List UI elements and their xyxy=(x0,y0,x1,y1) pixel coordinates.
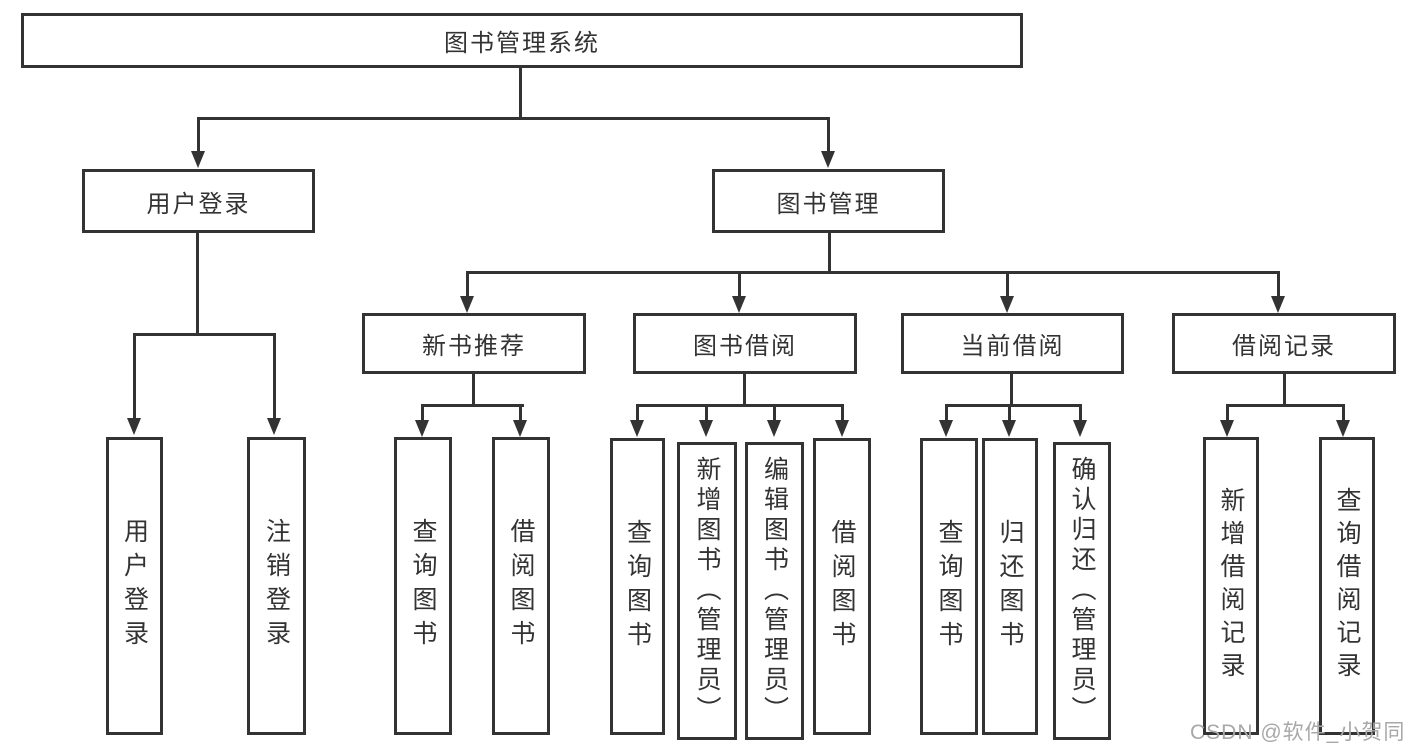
node-label: 借阅记录 xyxy=(1232,333,1336,360)
connector-line xyxy=(133,333,276,336)
node-label: 查询图书 xyxy=(409,518,437,654)
arrowhead-down-icon xyxy=(1002,420,1016,437)
arrowhead-down-icon xyxy=(415,420,429,437)
connector-line xyxy=(743,374,746,407)
node-label: 查询图书 xyxy=(623,518,652,655)
arrowhead-down-icon xyxy=(513,420,527,437)
node-label: 查询图书 xyxy=(935,518,963,655)
node-label: 注销登录 xyxy=(262,518,291,654)
connector-line xyxy=(1008,404,1011,421)
node-label: 编辑图书（管理员） xyxy=(760,456,789,726)
arrowhead-down-icon xyxy=(191,151,205,168)
arrowhead-down-icon xyxy=(821,151,835,168)
node-borrow-record: 借阅记录 xyxy=(1172,313,1396,374)
arrowhead-down-icon xyxy=(630,420,644,437)
connector-line xyxy=(519,404,522,421)
node-label: 图书管理系统 xyxy=(444,30,600,57)
arrowhead-down-icon xyxy=(1271,296,1285,313)
node-label: 用户登录 xyxy=(120,518,149,654)
connector-line xyxy=(1283,374,1286,407)
connector-line xyxy=(133,333,136,419)
connector-line xyxy=(828,233,831,274)
node-new-book-recommend: 新书推荐 xyxy=(362,313,586,374)
connector-line xyxy=(466,271,1280,274)
node-library-system: 图书管理系统 xyxy=(21,13,1023,68)
leaf-query-books-current: 查询图书 xyxy=(920,438,978,735)
connector-line xyxy=(636,404,844,407)
leaf-query-borrow-record: 查询借阅记录 xyxy=(1319,437,1375,735)
connector-line xyxy=(273,333,276,419)
connector-line xyxy=(519,68,522,119)
connector-line xyxy=(945,404,1082,407)
arrowhead-down-icon xyxy=(767,420,781,437)
connector-line xyxy=(1226,404,1229,421)
node-label: 新增图书（管理员） xyxy=(693,456,721,726)
arrowhead-down-icon xyxy=(1073,420,1087,437)
leaf-user-login: 用户登录 xyxy=(106,437,163,735)
leaf-edit-books-admin: 编辑图书（管理员） xyxy=(745,442,804,740)
connector-line xyxy=(466,271,469,298)
arrowhead-down-icon xyxy=(732,296,746,313)
arrowhead-down-icon xyxy=(1000,296,1014,313)
leaf-add-borrow-record: 新增借阅记录 xyxy=(1203,437,1259,735)
node-label: 用户登录 xyxy=(146,190,251,218)
arrowhead-down-icon xyxy=(460,296,474,313)
csdn-watermark: CSDN @软件_小贺同学 xyxy=(1190,721,1405,744)
node-label: 图书管理 xyxy=(776,190,881,218)
arrowhead-down-icon xyxy=(267,418,281,435)
node-current-borrow: 当前借阅 xyxy=(901,313,1124,374)
leaf-borrow-books: 借阅图书 xyxy=(813,438,871,735)
leaf-query-books-borrow: 查询图书 xyxy=(610,438,665,735)
connector-line xyxy=(421,404,424,421)
arrowhead-down-icon xyxy=(1220,420,1234,437)
connector-line xyxy=(945,404,948,421)
leaf-confirm-return-admin: 确认归还（管理员） xyxy=(1053,442,1111,740)
leaf-add-books-admin: 新增图书（管理员） xyxy=(677,442,737,740)
connector-line xyxy=(197,117,200,153)
arrowhead-down-icon xyxy=(1336,420,1350,437)
arrowhead-down-icon xyxy=(835,420,849,437)
node-label: 借阅图书 xyxy=(828,518,856,655)
connector-line xyxy=(1277,271,1280,298)
node-label: 新增借阅记录 xyxy=(1217,487,1245,685)
connector-line xyxy=(738,271,741,298)
node-label: 确认归还（管理员） xyxy=(1068,456,1096,726)
arrowhead-down-icon xyxy=(699,420,713,437)
connector-line xyxy=(1010,374,1013,407)
connector-line xyxy=(841,404,844,421)
node-label: 借阅图书 xyxy=(507,518,535,654)
connector-line xyxy=(773,404,776,421)
connector-line xyxy=(705,404,708,421)
node-book-management: 图书管理 xyxy=(712,169,945,233)
leaf-return-books: 归还图书 xyxy=(982,438,1038,735)
node-label: 图书借阅 xyxy=(693,333,797,360)
connector-line xyxy=(1342,404,1345,421)
leaf-logout: 注销登录 xyxy=(247,437,306,735)
leaf-query-books-recommend: 查询图书 xyxy=(394,437,452,735)
node-label: 查询借阅记录 xyxy=(1333,487,1361,685)
connector-line xyxy=(196,233,199,336)
leaf-borrow-books-recommend: 借阅图书 xyxy=(492,437,550,735)
connector-line xyxy=(1226,404,1345,407)
node-label: 当前借阅 xyxy=(960,333,1065,360)
node-label: 归还图书 xyxy=(996,518,1024,655)
connector-line xyxy=(421,404,524,407)
connector-line xyxy=(636,404,639,421)
connector-line xyxy=(1006,271,1009,298)
arrowhead-down-icon xyxy=(127,418,141,435)
connector-line xyxy=(1079,404,1082,421)
node-user-login: 用户登录 xyxy=(82,169,315,233)
arrowhead-down-icon xyxy=(939,420,953,437)
node-label: 新书推荐 xyxy=(422,333,526,360)
connector-line xyxy=(472,374,475,407)
connector-line xyxy=(197,117,830,120)
node-book-borrow: 图书借阅 xyxy=(633,313,857,374)
connector-line xyxy=(827,117,830,153)
